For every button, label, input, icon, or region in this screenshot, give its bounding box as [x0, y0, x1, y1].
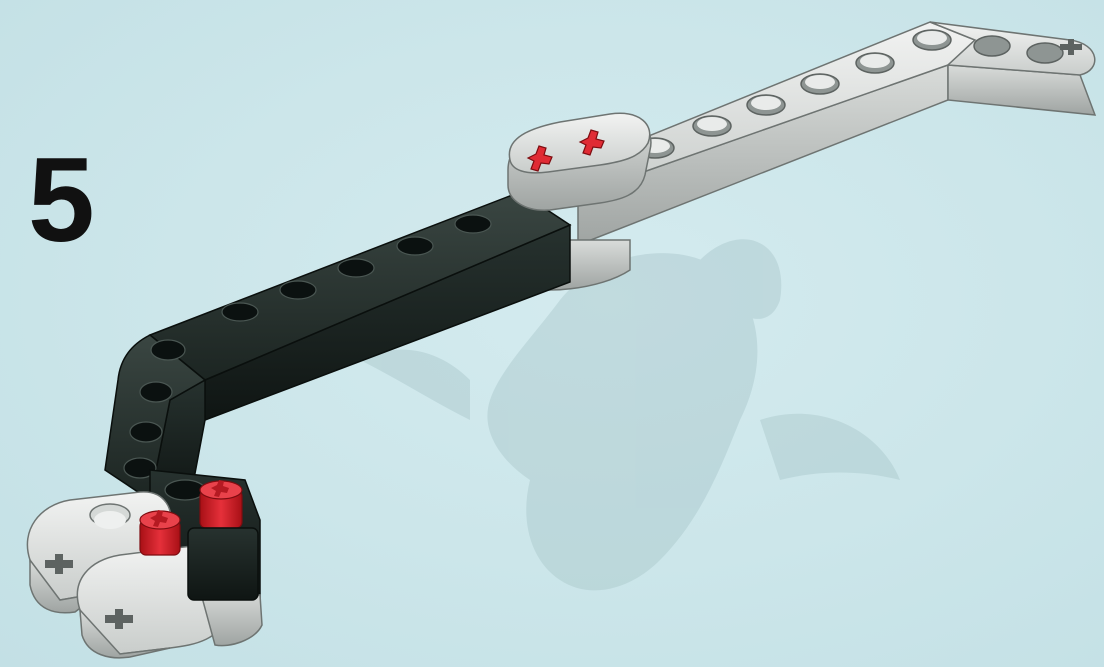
red-axle-post: [140, 510, 180, 555]
red-axle-post: [200, 480, 242, 528]
black-pin: [188, 528, 258, 600]
